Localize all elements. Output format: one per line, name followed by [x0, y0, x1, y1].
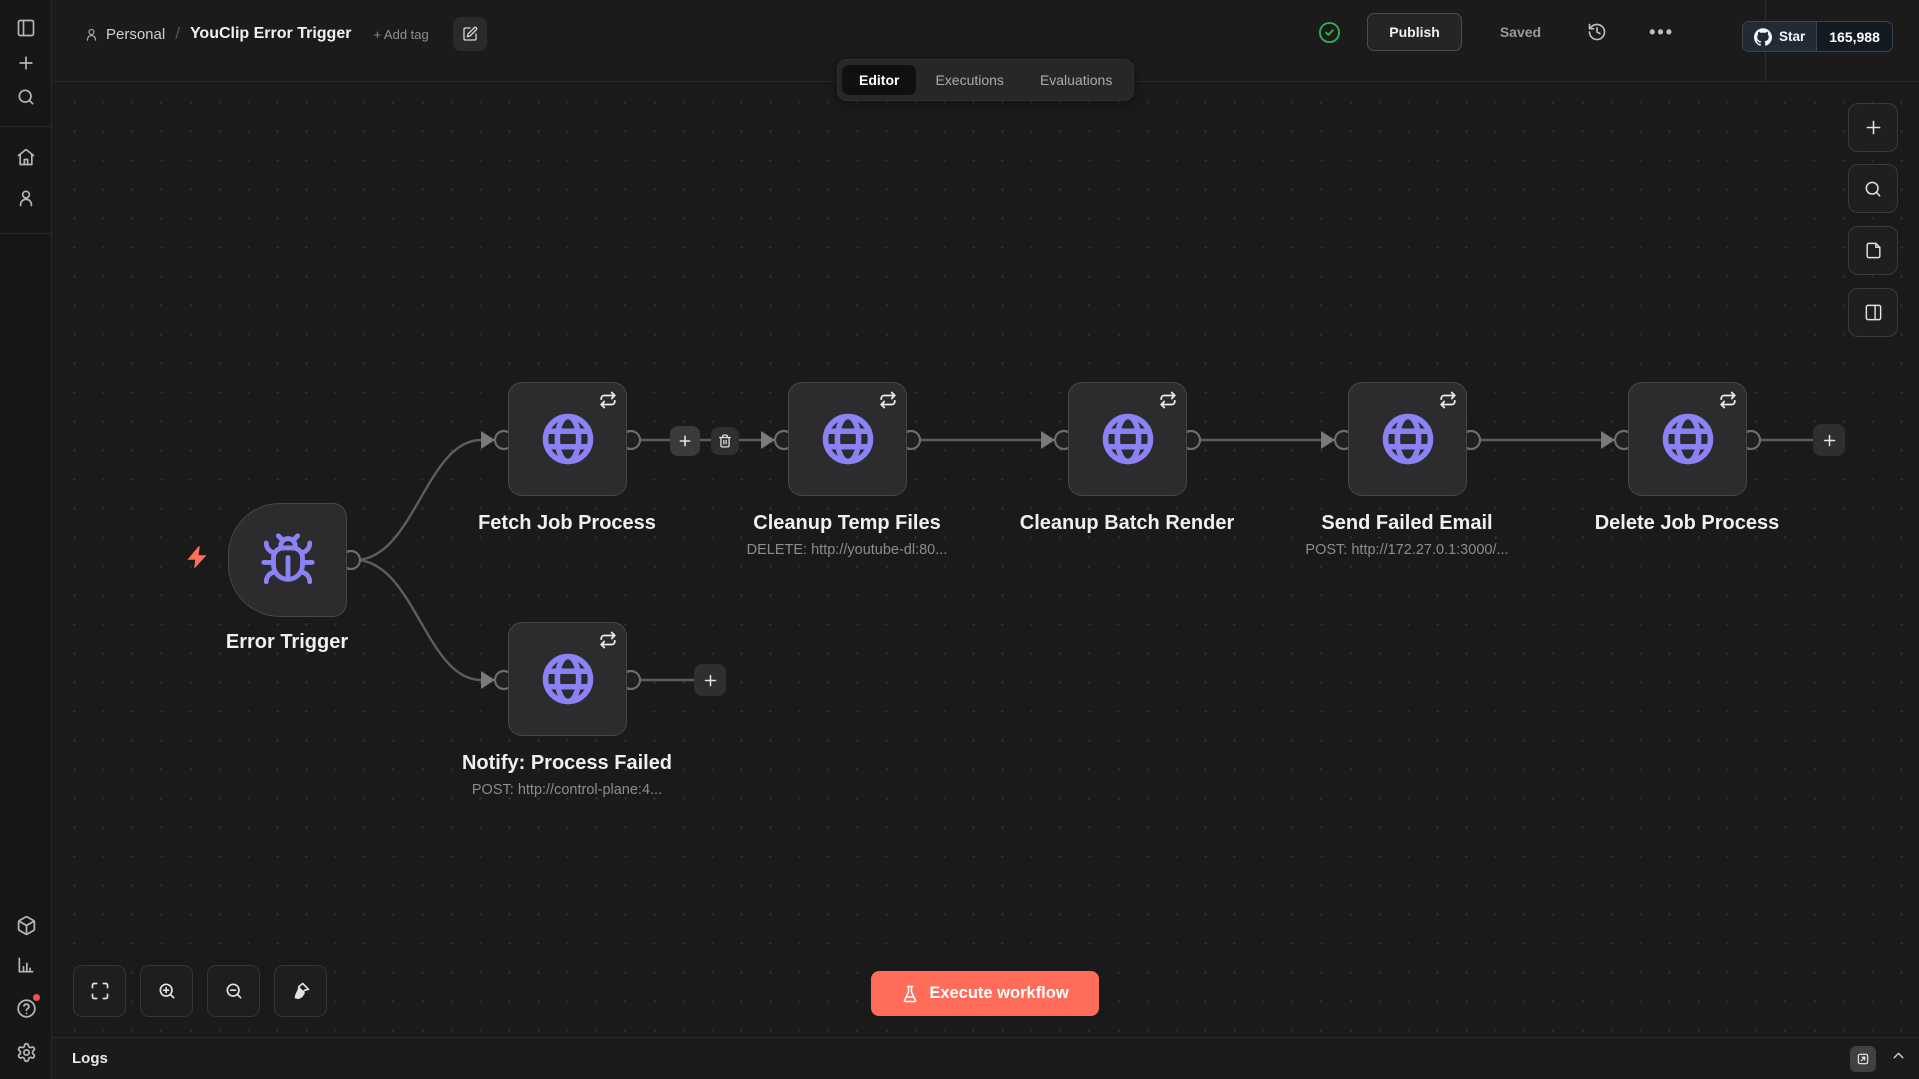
topbar-actions: Publish Saved •••: [1318, 0, 1674, 64]
settings-gear-icon[interactable]: [6, 1032, 46, 1072]
panel-toggle-icon[interactable]: [1848, 288, 1898, 337]
add-node-on-connection-button[interactable]: [670, 426, 700, 456]
open-logs-popout-icon[interactable]: [1850, 1046, 1876, 1072]
add-node-button[interactable]: [1848, 103, 1898, 152]
app-sidebar-rail: [0, 0, 52, 1079]
sidebar-toggle-button[interactable]: [6, 8, 46, 48]
project-name: Personal: [106, 25, 166, 43]
globe-icon: [539, 410, 597, 468]
new-workflow-plus-button[interactable]: [6, 43, 46, 83]
delete-connection-button[interactable]: [711, 427, 739, 455]
retry-on-fail-icon: [1159, 391, 1177, 409]
breadcrumb: Personal / YouClip Error Trigger + Add t…: [84, 14, 487, 54]
node-delete-job-process[interactable]: [1628, 382, 1747, 496]
retry-on-fail-icon: [599, 391, 617, 409]
more-options-icon[interactable]: •••: [1649, 21, 1674, 42]
zoom-in-button[interactable]: [140, 965, 193, 1017]
workflow-active-check-icon[interactable]: [1318, 21, 1341, 44]
execute-workflow-label: Execute workflow: [929, 984, 1069, 1002]
retry-on-fail-icon: [1439, 391, 1457, 409]
workflow-title[interactable]: YouClip Error Trigger: [189, 25, 352, 42]
search-icon[interactable]: [6, 77, 46, 117]
publish-button[interactable]: Publish: [1367, 13, 1462, 51]
tab-evaluations[interactable]: Evaluations: [1039, 72, 1113, 88]
search-nodes-icon[interactable]: [1848, 164, 1898, 213]
github-star-label: Star: [1779, 29, 1806, 44]
notification-dot: [33, 994, 40, 1001]
retry-on-fail-icon: [1719, 391, 1737, 409]
divider: [0, 233, 52, 234]
save-status: Saved: [1499, 24, 1542, 40]
globe-icon: [1379, 410, 1437, 468]
logs-title: Logs: [72, 1050, 108, 1067]
edit-workflow-icon[interactable]: [452, 17, 487, 51]
tab-executions[interactable]: Executions: [935, 72, 1004, 88]
execute-workflow-button[interactable]: Execute workflow: [871, 971, 1099, 1016]
user-icon[interactable]: [6, 178, 46, 218]
breadcrumb-project[interactable]: Personal: [84, 26, 165, 43]
flask-icon: [901, 985, 919, 1003]
globe-icon: [1659, 410, 1717, 468]
tidy-up-brush-button[interactable]: [274, 965, 327, 1017]
view-tabs: Editor Executions Evaluations: [837, 59, 1135, 101]
logs-panel-header[interactable]: Logs: [52, 1037, 1919, 1079]
zoom-out-button[interactable]: [207, 965, 260, 1017]
help-circle-icon[interactable]: [6, 988, 46, 1028]
fit-view-button[interactable]: [73, 965, 126, 1017]
node-cleanup-batch-render[interactable]: [1068, 382, 1187, 496]
node-notify-process-failed[interactable]: [508, 622, 627, 736]
tab-editor[interactable]: Editor: [842, 65, 917, 95]
globe-icon: [1099, 410, 1157, 468]
github-star-widget[interactable]: Star 165,988: [1742, 21, 1893, 52]
globe-icon: [539, 650, 597, 708]
user-icon: [84, 27, 99, 42]
sticky-note-icon[interactable]: [1848, 226, 1898, 275]
add-next-node-button[interactable]: [1813, 424, 1845, 456]
package-templates-icon[interactable]: [6, 905, 46, 945]
breadcrumb-separator: /: [175, 24, 180, 43]
version-history-icon[interactable]: [1587, 22, 1607, 42]
github-star-count: 165,988: [1816, 22, 1892, 51]
retry-on-fail-icon: [879, 391, 897, 409]
divider: [0, 126, 52, 127]
add-tag-button[interactable]: + Add tag: [373, 26, 429, 42]
node-fetch-job-process[interactable]: [508, 382, 627, 496]
lightning-bolt-icon: [184, 544, 211, 571]
bug-icon: [259, 531, 317, 589]
chevron-up-icon[interactable]: [1890, 1047, 1907, 1064]
node-error-trigger[interactable]: [228, 503, 347, 617]
globe-icon: [819, 410, 877, 468]
home-icon[interactable]: [6, 137, 46, 177]
github-icon: [1754, 27, 1772, 46]
node-cleanup-temp-files[interactable]: [788, 382, 907, 496]
node-send-failed-email[interactable]: [1348, 382, 1467, 496]
bar-chart-icon[interactable]: [6, 945, 46, 985]
retry-on-fail-icon: [599, 631, 617, 649]
add-next-node-button[interactable]: [694, 664, 726, 696]
